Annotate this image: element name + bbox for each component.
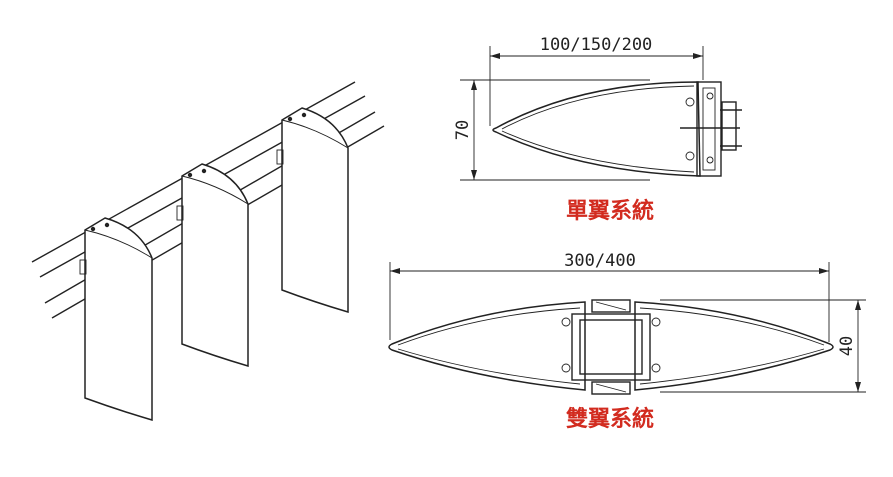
double-wing-clamp <box>561 299 661 395</box>
single-wing-caption: 單翼系統 <box>566 198 654 224</box>
louver-3d-illustration <box>31 81 385 422</box>
double-height-label: 40 <box>837 336 857 356</box>
single-width-label: 100/150/200 <box>540 35 653 55</box>
double-wing-right-blade <box>634 301 834 391</box>
double-wing-left-blade <box>388 301 586 391</box>
single-height-label: 70 <box>453 120 473 140</box>
single-wing-section: 100/150/200 70 單翼系統 <box>453 35 742 224</box>
double-wing-caption: 雙翼系統 <box>566 406 654 432</box>
single-width-dimension: 100/150/200 <box>489 35 704 126</box>
louver-blade <box>276 107 349 314</box>
louver-blade <box>79 217 153 422</box>
double-height-dimension: 40 <box>660 299 866 393</box>
louver-blade <box>176 163 249 368</box>
double-wing-section: 300/400 40 <box>388 251 866 432</box>
single-wing-clamp <box>680 81 742 177</box>
single-height-dimension: 70 <box>453 79 650 181</box>
double-width-label: 300/400 <box>564 251 636 271</box>
double-width-dimension: 300/400 <box>389 251 830 342</box>
single-wing-blade <box>492 81 701 177</box>
